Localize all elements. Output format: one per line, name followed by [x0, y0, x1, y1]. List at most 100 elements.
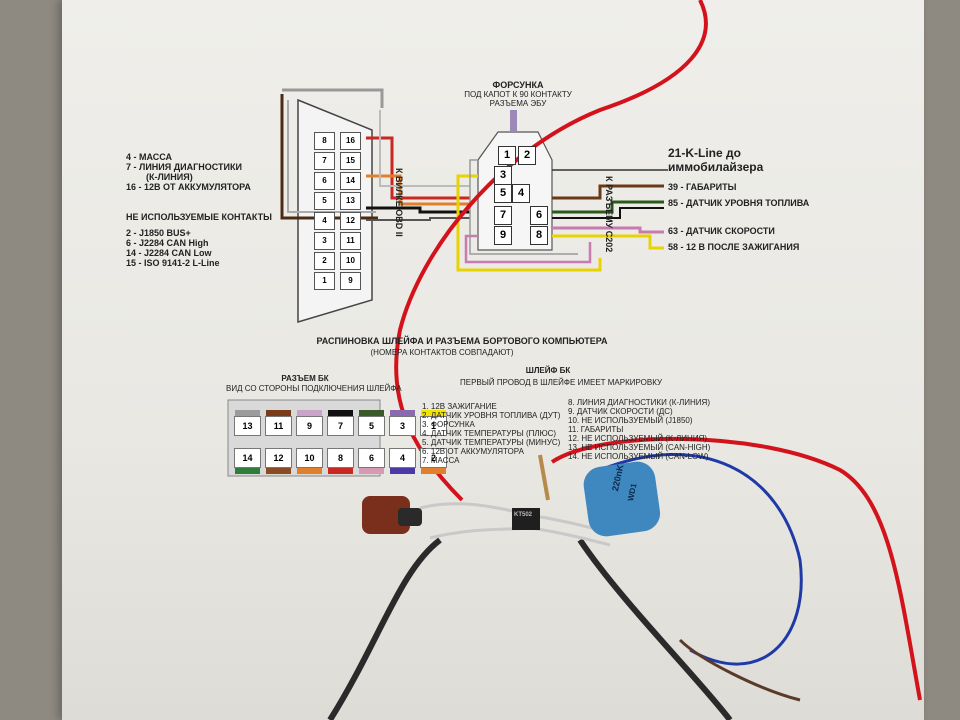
bk-title: РАЗЪЕМ БК — [281, 374, 329, 383]
loop-yellow — [456, 174, 602, 272]
bk-pin: 6 — [358, 448, 385, 474]
shleif-title: ШЛЕЙФ БК — [525, 366, 571, 375]
label-line: 15 - ISO 9141-2 L-Line — [126, 258, 220, 268]
label-line: 16 - 12В ОТ АККУМУЛЯТОРА — [126, 182, 251, 192]
resistor — [538, 454, 550, 501]
obd-pin: 5 — [314, 192, 335, 210]
label-line: 14 - J2284 CAN Low — [126, 248, 212, 258]
bk-pin: 5 — [358, 410, 385, 436]
bk-pin-list-left: 1. 12В ЗАЖИГАНИЕ 2. ДАТЧИК УРОВНЯ ТОПЛИВ… — [422, 402, 560, 465]
pinout-title: РАСПИНОВКА ШЛЕЙФА И РАЗЪЕМА БОРТОВОГО КО… — [316, 336, 608, 346]
forsunka-caption: ФОРСУНКА ПОД КАПОТ К 90 КОНТАКТУ РАЗЪЕМА… — [448, 80, 588, 108]
label-line: 2 - J1850 BUS+ — [126, 228, 191, 238]
bk-pin: 9 — [296, 410, 323, 436]
obd-pin: 13 — [340, 192, 361, 210]
bk-pin: 14 — [234, 448, 261, 474]
brown-capacitor — [362, 496, 422, 534]
black-wire-right — [577, 538, 733, 720]
bk-pin: 7 — [327, 410, 354, 436]
obd-frame-outer — [282, 88, 384, 108]
forsunka-wire — [510, 110, 517, 132]
pin-list-item: 10. НЕ ИСПОЛЬЗУЕМЫЙ (J1850) — [568, 416, 693, 425]
k-line-label: 21-K-Line до — [668, 146, 741, 160]
bk-pin-list-right: 8. ЛИНИЯ ДИАГНОСТИКИ (К-ЛИНИЯ) 9. ДАТЧИК… — [568, 398, 710, 461]
label-speed-sensor: 63 - ДАТЧИК СКОРОСТИ — [668, 226, 775, 236]
obd-pin: 4 — [314, 212, 335, 230]
connector-to-labels-wires — [552, 169, 668, 250]
twisted-lead-top — [419, 502, 601, 532]
pin-list-item: 8. ЛИНИЯ ДИАГНОСТИКИ (К-ЛИНИЯ) — [568, 398, 710, 407]
pin-list-item: 7. МАССА — [422, 456, 460, 465]
bk-row-bottom: 14 12 10 8 6 4 2 — [232, 448, 449, 474]
forsunka-line: РАЗЪЕМА ЭБУ — [489, 99, 547, 108]
c202-connector-label: К РАЗЪЕМУ С202 — [604, 176, 614, 253]
bk-connector: 13 11 9 7 5 3 1 14 12 10 8 6 4 2 — [232, 410, 449, 474]
obd-pin: 6 — [314, 172, 335, 190]
bk-pin: 4 — [389, 448, 416, 474]
pin-list-item: 13. НЕ ИСПОЛЬЗУЕМЫЙ (CAN-HIGH) — [568, 443, 711, 452]
connector-pin: 3 — [494, 166, 512, 185]
bk-pin: 3 — [389, 410, 416, 436]
red-wire-right — [550, 436, 922, 701]
transistor — [512, 508, 540, 530]
forsunka-line: ПОД КАПОТ К 90 КОНТАКТУ — [464, 90, 572, 99]
label-ignition: 58 - 12 В ПОСЛЕ ЗАЖИГАНИЯ — [668, 242, 800, 252]
blue-capacitor — [583, 461, 661, 537]
obd-pin: 8 — [314, 132, 335, 150]
connector-pin: 8 — [530, 226, 548, 245]
obd-plug-label: К ВИЛКЕ OBD II — [394, 168, 404, 237]
bk-pin: 2 — [420, 448, 447, 474]
pin-list-item: 3. ФОРСУНКА — [422, 420, 475, 429]
obd-pin: 10 — [340, 252, 361, 270]
bk-pin: 10 — [296, 448, 323, 474]
obd-pin: 12 — [340, 212, 361, 230]
obd-pin: 1 — [314, 272, 335, 290]
obd-pin: 14 — [340, 172, 361, 190]
pin-list-item: 6. 12В ОТ АККУМУЛЯТОРА — [422, 447, 524, 456]
label-line: 6 - J2284 CAN High — [126, 238, 209, 248]
label-line: (К-ЛИНИЯ) — [146, 172, 193, 182]
pin-list-item: 11. ГАБАРИТЫ — [568, 425, 624, 434]
pin-list-item: 12. НЕ ИСПОЛЬЗУЕМЫЙ (K-ЛИНИЯ) — [568, 434, 708, 443]
bk-pin: 8 — [327, 448, 354, 474]
label-fuel-level: 85 - ДАТЧИК УРОВНЯ ТОПЛИВА — [668, 198, 810, 208]
obd-pin: 15 — [340, 152, 361, 170]
connector-pin: 5 — [494, 184, 512, 203]
connector-pin: 9 — [494, 226, 512, 245]
pin-list-item: 5. ДАТЧИК ТЕМПЕРАТУРЫ (МИНУС) — [422, 438, 561, 447]
obd-to-connector-wires — [366, 110, 470, 221]
connector-pin: 2 — [518, 146, 536, 165]
label-title: НЕ ИСПОЛЬЗУЕМЫЕ КОНТАКТЫ — [126, 212, 272, 222]
obd-used-pins-list: 4 - МАССА 7 - ЛИНИЯ ДИАГНОСТИКИ (К-ЛИНИЯ… — [126, 152, 251, 192]
connector-pin: 7 — [494, 206, 512, 225]
bk-pin: 12 — [265, 448, 292, 474]
pin-list-item: 9. ДАТЧИК СКОРОСТИ (ДС) — [568, 407, 673, 416]
label-line: 7 - ЛИНИЯ ДИАГНОСТИКИ — [126, 162, 242, 172]
label-line: 4 - МАССА — [126, 152, 173, 162]
connector-pin: 1 — [498, 146, 516, 165]
obd-pin: 7 — [314, 152, 335, 170]
paper-sheet — [62, 0, 924, 720]
connector-wire-labels: 21-K-Line до иммобилайзера 39 - ГАБАРИТЫ… — [668, 146, 809, 252]
forsunka-title: ФОРСУНКА — [492, 80, 544, 90]
label-gabarity: 39 - ГАБАРИТЫ — [668, 182, 737, 192]
obd-unused-pins-list: НЕ ИСПОЛЬЗУЕМЫЕ КОНТАКТЫ 2 - J1850 BUS+ … — [126, 212, 272, 268]
obd-pin: 2 — [314, 252, 335, 270]
bk-row-top: 13 11 9 7 5 3 1 — [232, 410, 449, 436]
bk-pin: 1 — [420, 410, 447, 436]
pin-list-item: 14. НЕ ИСПОЛЬЗУЕМЫЙ (CAN-LOW) — [568, 452, 709, 461]
blue-wire — [599, 453, 803, 666]
obd-pin: 3 — [314, 232, 335, 250]
k-line-label: иммобилайзера — [668, 160, 764, 174]
pin-list-item: 4. ДАТЧИК ТЕМПЕРАТУРЫ (ПЛЮС) — [422, 429, 557, 438]
obd-pin: 16 — [340, 132, 361, 150]
pin-list-item: 1. 12В ЗАЖИГАНИЕ — [422, 402, 497, 411]
connector-pin: 6 — [530, 206, 548, 225]
pinout-subtitle: (НОМЕРА КОНТАКТОВ СОВПАДАЮТ) — [370, 348, 514, 357]
shleif-subtitle: ПЕРВЫЙ ПРОВОД В ШЛЕЙФЕ ИМЕЕТ МАРКИРОВКУ — [460, 378, 663, 387]
pin-list-item: 2. ДАТЧИК УРОВНЯ ТОПЛИВА (ДУТ) — [422, 411, 561, 420]
transistor-marking: KT502 — [514, 512, 533, 518]
bk-pin: 13 — [234, 410, 261, 436]
